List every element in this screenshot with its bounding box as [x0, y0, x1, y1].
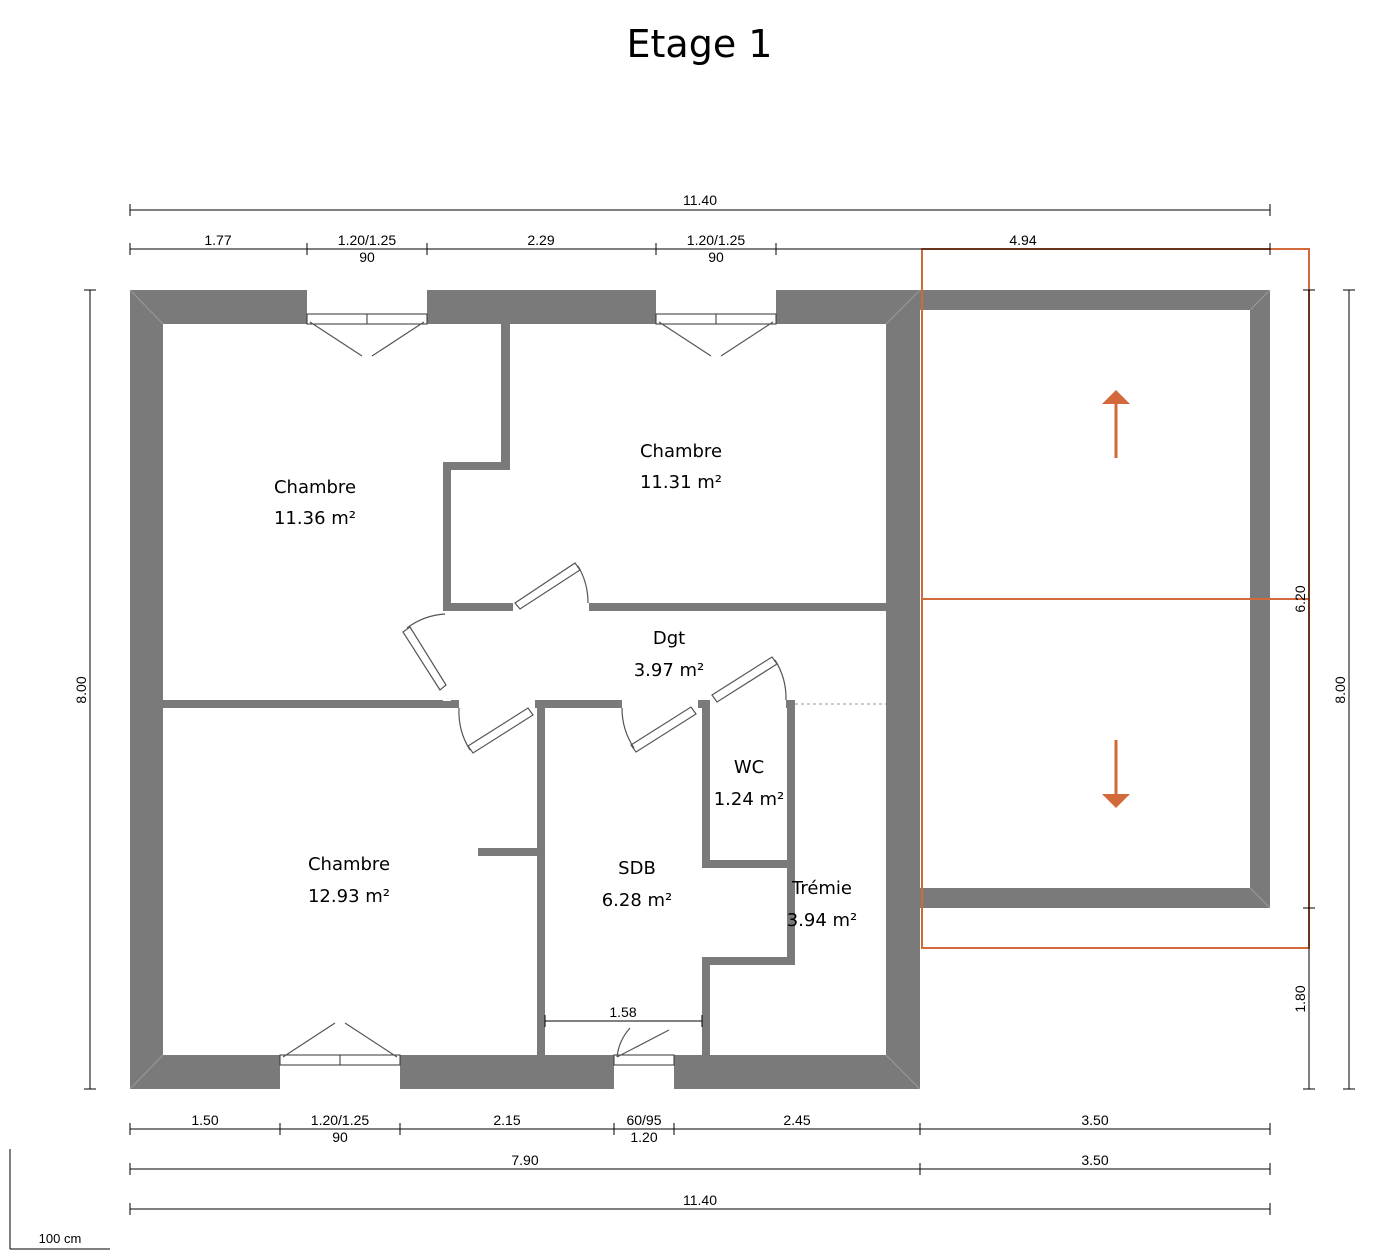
windows [279, 290, 777, 1089]
wall-west [130, 290, 163, 1089]
dim-bottom-total: 11.40 [683, 1192, 717, 1208]
room-labels: Chambre 11.36 m² Chambre 11.31 m² Dgt 3.… [274, 441, 857, 931]
room-name: SDB [618, 858, 656, 879]
dim-bottom-seg: 1.20/1.25 [311, 1112, 370, 1128]
dim-bottom-window-width: 1.20 [630, 1129, 657, 1145]
scale-label: 100 cm [39, 1231, 82, 1246]
dim-sdb-inner: 1.58 [609, 1004, 636, 1020]
dim-bottom-seg: 2.45 [783, 1112, 810, 1128]
wall-wc-east [787, 700, 795, 965]
dim-top-seg: 1.20/1.25 [687, 232, 746, 248]
dim-bottom-seg: 1.50 [191, 1112, 218, 1128]
dim-top-seg: 4.94 [1009, 232, 1036, 248]
wall-wc-west [702, 700, 710, 868]
room-name: WC [734, 757, 764, 778]
doors [402, 562, 787, 754]
wall-south [130, 1055, 920, 1089]
dim-bottom-seg: 2.15 [493, 1112, 520, 1128]
room-area: 3.97 m² [634, 660, 705, 681]
dim-top-window-width: 90 [359, 249, 375, 265]
dim-bottom-sub: 7.90 [511, 1152, 538, 1168]
dim-top-total: 11.40 [683, 192, 717, 208]
room-area: 6.28 m² [602, 890, 673, 911]
dim-bottom-seg: 60/95 [626, 1112, 661, 1128]
wall-sdb-east [702, 957, 795, 965]
room-area: 11.31 m² [640, 472, 722, 493]
room-area: 3.94 m² [787, 910, 858, 931]
room-name: Dgt [653, 628, 685, 649]
dim-top-seg: 2.29 [527, 232, 554, 248]
wall-north [130, 290, 920, 324]
room-area: 1.24 m² [714, 789, 785, 810]
dim-bottom-sub: 3.50 [1081, 1152, 1108, 1168]
room-area: 11.36 m² [274, 508, 356, 529]
annex-wall-north [920, 290, 1270, 310]
wall-wc-south [702, 860, 795, 868]
page-title: Etage 1 [626, 22, 773, 66]
dim-right-inner-top: 6.20 [1292, 585, 1308, 612]
wall-interior [501, 290, 510, 468]
dim-bottom-seg: 3.50 [1081, 1112, 1108, 1128]
room-area: 12.93 m² [308, 886, 390, 907]
wall-interior [443, 462, 510, 470]
walls [130, 290, 1270, 1089]
dim-top-seg: 1.77 [204, 232, 231, 248]
wall-stub [478, 848, 540, 856]
dim-left-height: 8.00 [73, 676, 89, 703]
dim-right-height: 8.00 [1332, 676, 1348, 703]
dim-right-inner-bottom: 1.80 [1292, 985, 1308, 1012]
annex-wall-south [920, 888, 1270, 908]
room-name: Chambre [274, 477, 356, 498]
room-name: Trémie [791, 878, 852, 899]
wall-interior [443, 462, 451, 706]
wall-dgt-north [443, 603, 886, 611]
wall-east [886, 290, 920, 1089]
dimension-labels: 11.40 1.77 1.20/1.25 90 2.29 1.20/1.25 9… [73, 192, 1348, 1208]
dimension-lines [9, 204, 1355, 1250]
room-name: Chambre [640, 441, 722, 462]
wall-sdb-west [537, 700, 545, 1089]
dim-top-window-width: 90 [708, 249, 724, 265]
wall-bevels [129, 289, 1271, 1090]
dim-top-seg: 1.20/1.25 [338, 232, 397, 248]
wall-sdb-east-lower [702, 957, 710, 1089]
dim-bottom-window-width: 90 [332, 1129, 348, 1145]
wall-chambre-divider [163, 700, 543, 708]
room-name: Chambre [308, 854, 390, 875]
